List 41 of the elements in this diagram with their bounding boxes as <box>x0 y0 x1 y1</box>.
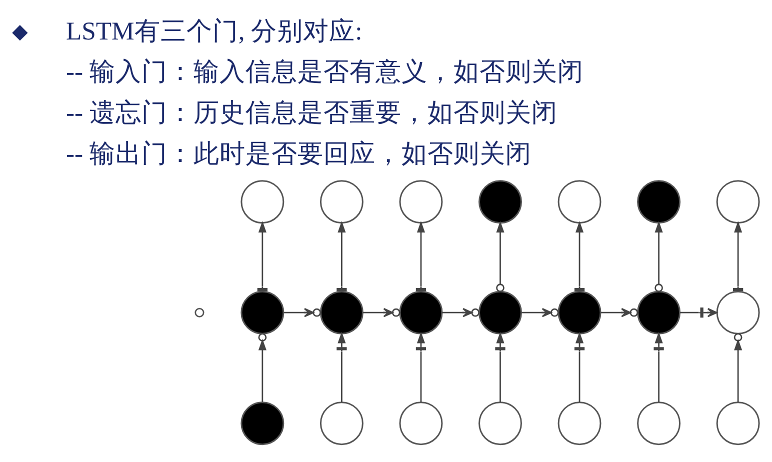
label: -- 输出门：此时是否要回应，如否则关闭 <box>66 138 532 168</box>
node-circle <box>558 180 602 224</box>
arrow <box>654 220 663 292</box>
node-circle <box>716 180 760 224</box>
arrow <box>521 308 559 318</box>
arrow <box>600 308 638 318</box>
label: LSTM有三个门, 分别对应: <box>66 16 362 46</box>
node-circle <box>399 290 443 334</box>
node-circle <box>320 180 364 224</box>
node-circle <box>399 180 443 224</box>
node-circle <box>240 402 284 446</box>
arrow <box>495 332 506 402</box>
label: -- 输入门：输入信息是否有意义，如否则关闭 <box>66 57 584 86</box>
arrow <box>734 333 742 402</box>
arrow <box>442 308 480 318</box>
node-circle <box>478 290 522 334</box>
arrow <box>574 332 585 402</box>
node-circle <box>320 402 364 446</box>
node-circle <box>558 290 602 334</box>
arrow <box>654 332 664 402</box>
arrow <box>496 220 504 292</box>
arrow <box>416 332 426 402</box>
node-circle <box>399 402 443 446</box>
arrow <box>680 308 718 318</box>
arrow <box>258 333 267 402</box>
node-circle <box>637 402 681 446</box>
arrow <box>362 308 400 318</box>
node-circle <box>637 290 681 334</box>
node-circle <box>478 180 522 224</box>
node-circle <box>558 402 602 446</box>
node-circle <box>637 180 681 224</box>
node-circle <box>478 402 522 446</box>
label: -- 遗忘门：历史信息是否重要，如否则关闭 <box>66 98 558 127</box>
arrow <box>336 220 347 292</box>
node-circle <box>716 402 760 446</box>
arrow <box>283 308 322 318</box>
arrow <box>336 332 347 402</box>
node-circle <box>240 180 284 224</box>
node-circle <box>240 290 284 334</box>
node-circle <box>320 290 364 334</box>
node-circle <box>716 290 760 334</box>
